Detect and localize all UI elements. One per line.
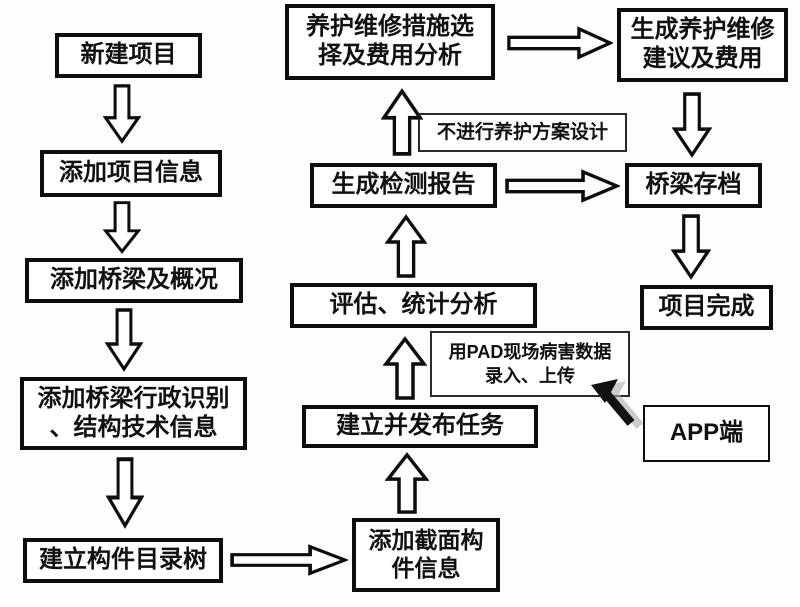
mouse-cursor-icon xyxy=(590,378,648,443)
arrow-bridge-archive-to-project-complete xyxy=(671,214,711,280)
arrow-evaluation-statistics-to-generate-inspection-report xyxy=(385,214,427,278)
arrow-maintenance-measure-selection-to-generate-maintenance-suggestion xyxy=(507,26,613,60)
arrow-build-component-tree-to-add-section-component-info xyxy=(230,544,348,576)
node-generate-maintenance-suggestion: 生成养护维修 建议及费用 xyxy=(617,8,788,82)
node-add-bridge-admin-info: 添加桥梁行政识别 、结构技术信息 xyxy=(20,377,247,450)
arrow-new-project-to-add-project-info xyxy=(103,84,141,144)
node-bridge-archive: 桥梁存档 xyxy=(625,163,762,208)
node-app-terminal: APP端 xyxy=(643,405,770,462)
arrow-add-bridge-overview-to-add-bridge-admin-info xyxy=(105,308,143,372)
node-generate-inspection-report: 生成检测报告 xyxy=(310,163,497,208)
arrow-add-section-component-info-to-create-publish-task xyxy=(385,452,429,514)
node-add-bridge-overview: 添加桥梁及概况 xyxy=(25,258,243,303)
arrow-generate-maintenance-suggestion-to-bridge-archive xyxy=(672,92,712,158)
arrow-generate-inspection-report-to-bridge-archive xyxy=(505,169,620,203)
node-new-project: 新建项目 xyxy=(55,33,202,78)
node-maintenance-measure-selection: 养护维修措施选 择及费用分析 xyxy=(285,4,495,80)
node-add-project-info: 添加项目信息 xyxy=(40,150,222,197)
node-evaluation-statistics: 评估、统计分析 xyxy=(290,283,537,328)
arrow-add-bridge-admin-info-to-build-component-tree xyxy=(106,457,144,529)
annotation-skip-maintenance-design: 不进行养护方案设计 xyxy=(418,113,627,152)
arrow-generate-inspection-report-to-maintenance-measure-selection xyxy=(381,88,423,156)
annotation-pad-field-data: 用PAD现场病害数据 录入、上传 xyxy=(430,331,630,397)
node-project-complete: 项目完成 xyxy=(640,285,773,330)
node-add-section-component-info: 添加截面构 件信息 xyxy=(352,518,500,592)
node-create-publish-task: 建立并发布任务 xyxy=(302,405,538,448)
node-build-component-tree: 建立构件目录树 xyxy=(23,538,223,583)
arrow-add-project-info-to-add-bridge-overview xyxy=(103,201,141,254)
arrow-create-publish-task-to-evaluation-statistics xyxy=(383,336,427,400)
